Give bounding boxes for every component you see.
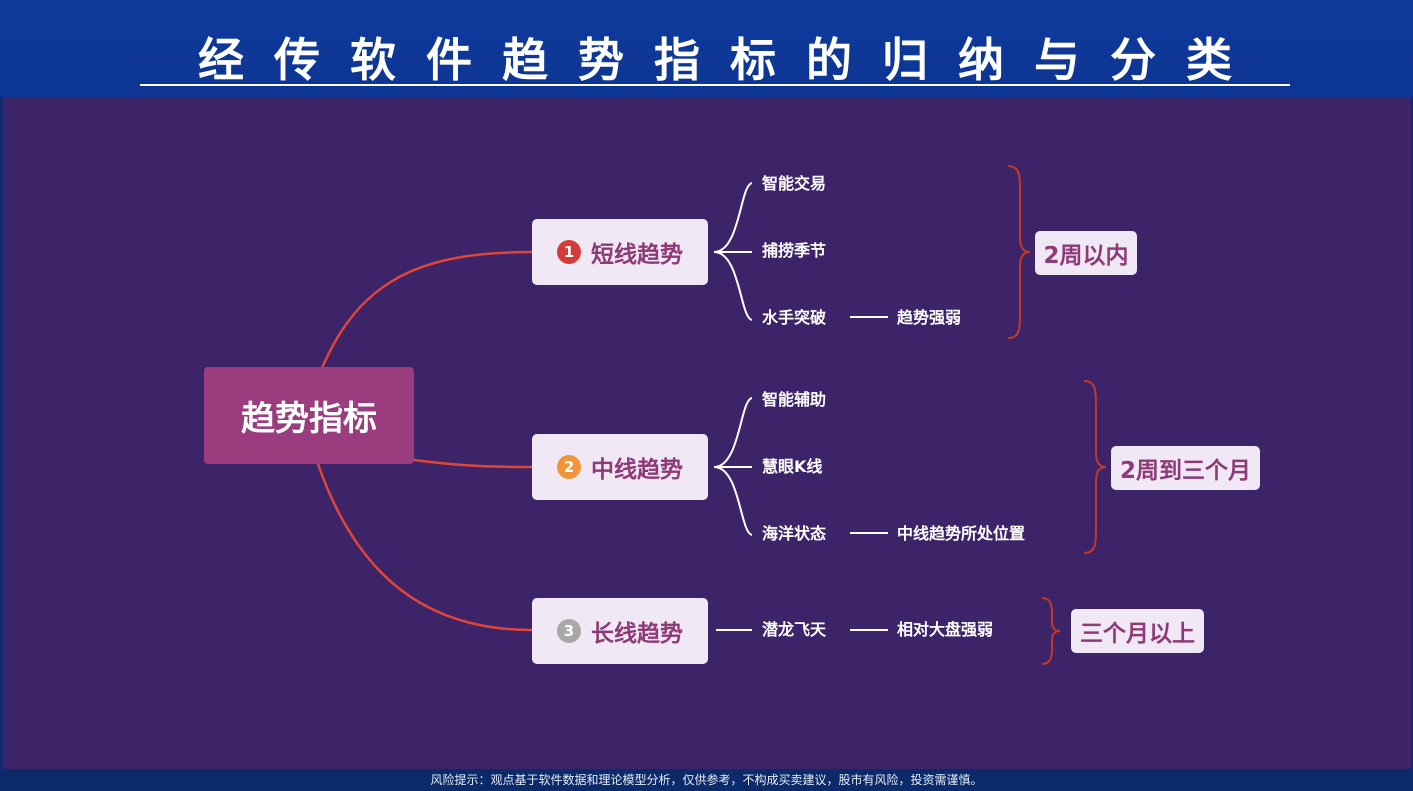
link-root-branch-2 xyxy=(413,458,533,469)
link-b1-item-3 xyxy=(713,251,753,321)
number-badge: 1 xyxy=(557,240,581,264)
page-title: 经传软件趋势指标的归纳与分类 xyxy=(198,33,1262,87)
brace-branch-1 xyxy=(1007,165,1031,339)
brace-branch-2 xyxy=(1083,380,1107,554)
root-node: 趋势指标 xyxy=(204,367,414,464)
leaf-item: 捕捞季节 xyxy=(762,241,827,260)
leaf-item: 智能交易 xyxy=(762,174,827,193)
leaf-item: 智能辅助 xyxy=(762,390,827,409)
link-root-branch-1 xyxy=(320,250,533,369)
branch-node-long-term: 3 长线趋势 xyxy=(532,598,708,664)
leaf-note: 趋势强弱 xyxy=(897,308,962,327)
branch-node-mid-term: 2 中线趋势 xyxy=(532,434,708,500)
leaf-note: 相对大盘强弱 xyxy=(897,620,994,639)
range-box-mid-term: 2周到三个月 xyxy=(1111,446,1260,490)
link-b1-item-1 xyxy=(713,182,753,253)
header-bar: 经传软件趋势指标的归纳与分类 xyxy=(0,0,1413,97)
brace-branch-3 xyxy=(1041,597,1061,665)
range-box-short-term: 2周以内 xyxy=(1035,231,1137,275)
footer-bar: 风险提示：观点基于软件数据和理论模型分析，仅供参考，不构成买卖建议，股市有风险，… xyxy=(0,769,1413,791)
branch-node-short-term: 1 短线趋势 xyxy=(532,219,708,285)
range-box-long-term: 三个月以上 xyxy=(1071,609,1204,653)
number-badge: 3 xyxy=(557,619,581,643)
branch-label: 短线趋势 xyxy=(591,242,683,268)
risk-disclaimer: 风险提示：观点基于软件数据和理论模型分析，仅供参考，不构成买卖建议，股市有风险，… xyxy=(430,773,983,787)
branch-label: 长线趋势 xyxy=(591,621,683,647)
link-b2-item-3 xyxy=(713,466,753,536)
leaf-item: 水手突破 xyxy=(762,308,827,327)
leaf-item: 潜龙飞天 xyxy=(762,620,827,639)
branch-label: 中线趋势 xyxy=(591,457,683,483)
leaf-note: 中线趋势所处位置 xyxy=(897,524,1026,543)
root-label: 趋势指标 xyxy=(241,399,377,439)
link-root-branch-3 xyxy=(316,463,533,632)
leaf-item: 慧眼K线 xyxy=(762,457,823,476)
number-badge: 2 xyxy=(557,455,581,479)
link-b2-item-1 xyxy=(713,397,753,468)
title-underline xyxy=(140,84,1290,86)
leaf-item: 海洋状态 xyxy=(762,524,827,543)
